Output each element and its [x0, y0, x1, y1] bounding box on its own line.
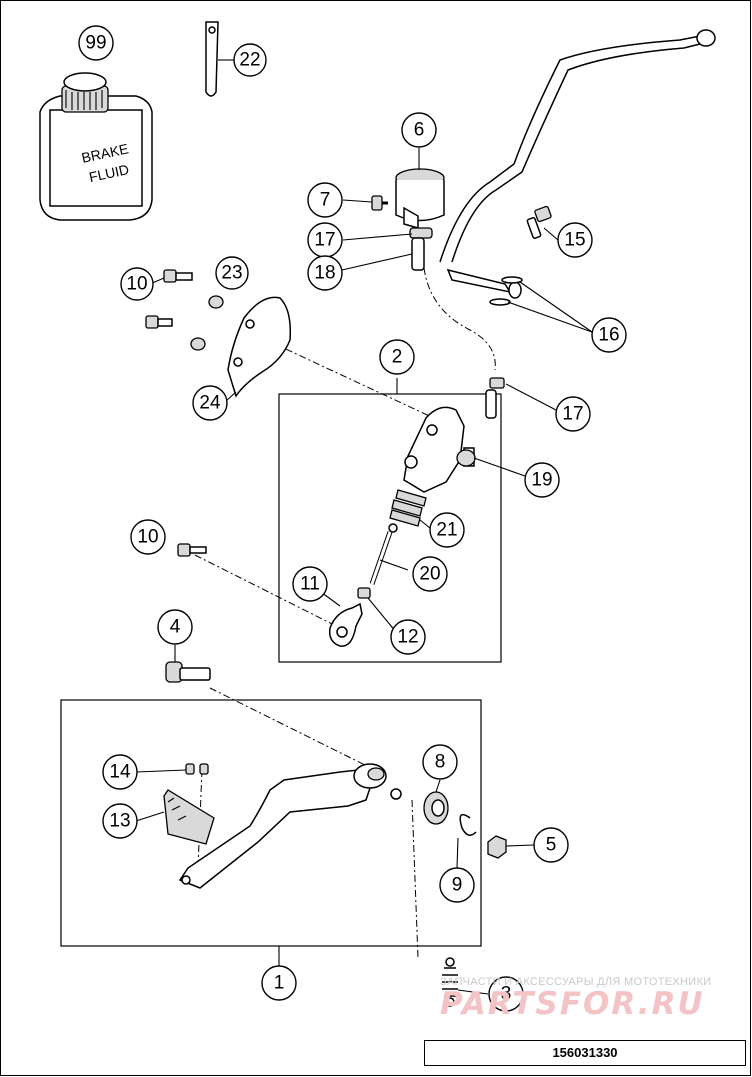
clevis-11: [328, 602, 363, 647]
callout-10-upper: 10: [120, 267, 154, 301]
bearing-8: [423, 791, 449, 825]
svg-text:13: 13: [109, 811, 130, 832]
svg-text:10: 10: [126, 274, 147, 295]
callout-99: 99: [78, 25, 114, 61]
assembly-box-2: [278, 393, 502, 663]
svg-text:17: 17: [562, 404, 583, 425]
svg-text:23: 23: [221, 263, 242, 284]
svg-text:20: 20: [419, 564, 440, 585]
callout-24: 24: [192, 385, 228, 421]
svg-text:15: 15: [564, 230, 585, 251]
callout-18: 18: [307, 255, 343, 291]
callout-10-lower: 10: [130, 519, 166, 555]
banjo-bolt-15: [526, 205, 552, 239]
drawing-number: 156031330: [424, 1040, 746, 1066]
hose-clamp-17-lower: [485, 377, 505, 419]
spring-3: [442, 957, 458, 1007]
svg-text:4: 4: [170, 617, 181, 638]
svg-text:24: 24: [199, 393, 221, 414]
svg-text:17: 17: [314, 230, 335, 251]
svg-text:8: 8: [435, 752, 446, 773]
dust-boot-21: [389, 489, 427, 527]
svg-text:7: 7: [320, 190, 331, 211]
split-pin: [205, 21, 219, 97]
fluid-reservoir: [395, 168, 445, 229]
washers-16: [489, 276, 523, 306]
brake-fluid-bottle: BRAKE FLUID: [39, 72, 153, 221]
svg-text:19: 19: [531, 470, 552, 491]
callout-23: 23: [215, 256, 249, 290]
brake-pedal: [178, 763, 402, 889]
svg-text:21: 21: [436, 520, 457, 541]
callout-1: 1: [261, 965, 297, 1001]
brake-line: [439, 29, 716, 299]
svg-text:9: 9: [452, 875, 463, 896]
svg-text:14: 14: [109, 762, 131, 783]
screw-7: [371, 195, 388, 211]
callout-2: 2: [379, 339, 415, 375]
screws-14: [185, 763, 209, 775]
callout-19: 19: [524, 462, 560, 498]
callout-21: 21: [429, 512, 465, 548]
callout-17-upper: 17: [307, 222, 343, 258]
callout-15: 15: [557, 222, 593, 258]
nuts-23: [190, 295, 224, 351]
circlip-9: [459, 813, 477, 836]
pedal-tip-13: [163, 789, 215, 845]
callout-11: 11: [292, 566, 328, 602]
hose-clamp-17-upper: [409, 227, 433, 239]
watermark: ЗАПЧАСТИ И АКСЕССУАРЫ ДЛЯ МОТОТЕХНИКИ PA…: [440, 976, 740, 1022]
watermark-subtitle: ЗАПЧАСТИ И АКСЕССУАРЫ ДЛЯ МОТОТЕХНИКИ: [440, 976, 712, 988]
callout-13: 13: [102, 803, 138, 839]
callout-9: 9: [439, 867, 475, 903]
callout-7: 7: [307, 182, 343, 218]
callout-22: 22: [233, 43, 267, 77]
nut-5: [487, 835, 507, 859]
svg-text:11: 11: [300, 574, 320, 595]
hose-18: [411, 237, 425, 271]
svg-text:18: 18: [314, 263, 335, 284]
callout-14: 14: [102, 754, 138, 790]
svg-text:5: 5: [546, 835, 557, 856]
callout-5: 5: [533, 827, 569, 863]
svg-text:3: 3: [501, 984, 512, 1005]
svg-text:1: 1: [274, 973, 285, 994]
callout-6: 6: [401, 112, 437, 148]
pivot-bolt-4: [165, 661, 211, 683]
bolts-10-upper: [145, 269, 193, 329]
bolt-10-lower: [177, 543, 207, 557]
callout-20: 20: [412, 556, 448, 592]
callout-3: 3: [488, 976, 524, 1012]
callout-12: 12: [390, 619, 426, 655]
callout-16: 16: [591, 317, 627, 353]
callout-4: 4: [157, 609, 193, 645]
svg-text:99: 99: [85, 33, 106, 54]
assembly-box-1: [60, 699, 482, 947]
svg-text:2: 2: [392, 347, 403, 368]
svg-text:10: 10: [137, 527, 158, 548]
svg-text:12: 12: [397, 627, 418, 648]
nut-12: [357, 587, 371, 599]
callout-17-lower: 17: [555, 396, 591, 432]
guard-24: [227, 296, 292, 398]
push-rod-20: [369, 523, 398, 585]
callout-8: 8: [422, 744, 458, 780]
svg-text:16: 16: [598, 325, 619, 346]
fitting-19: [456, 449, 476, 467]
svg-text:6: 6: [414, 120, 425, 141]
watermark-brand: PARTSFOR.RU: [440, 986, 705, 1022]
svg-text:22: 22: [239, 50, 260, 71]
